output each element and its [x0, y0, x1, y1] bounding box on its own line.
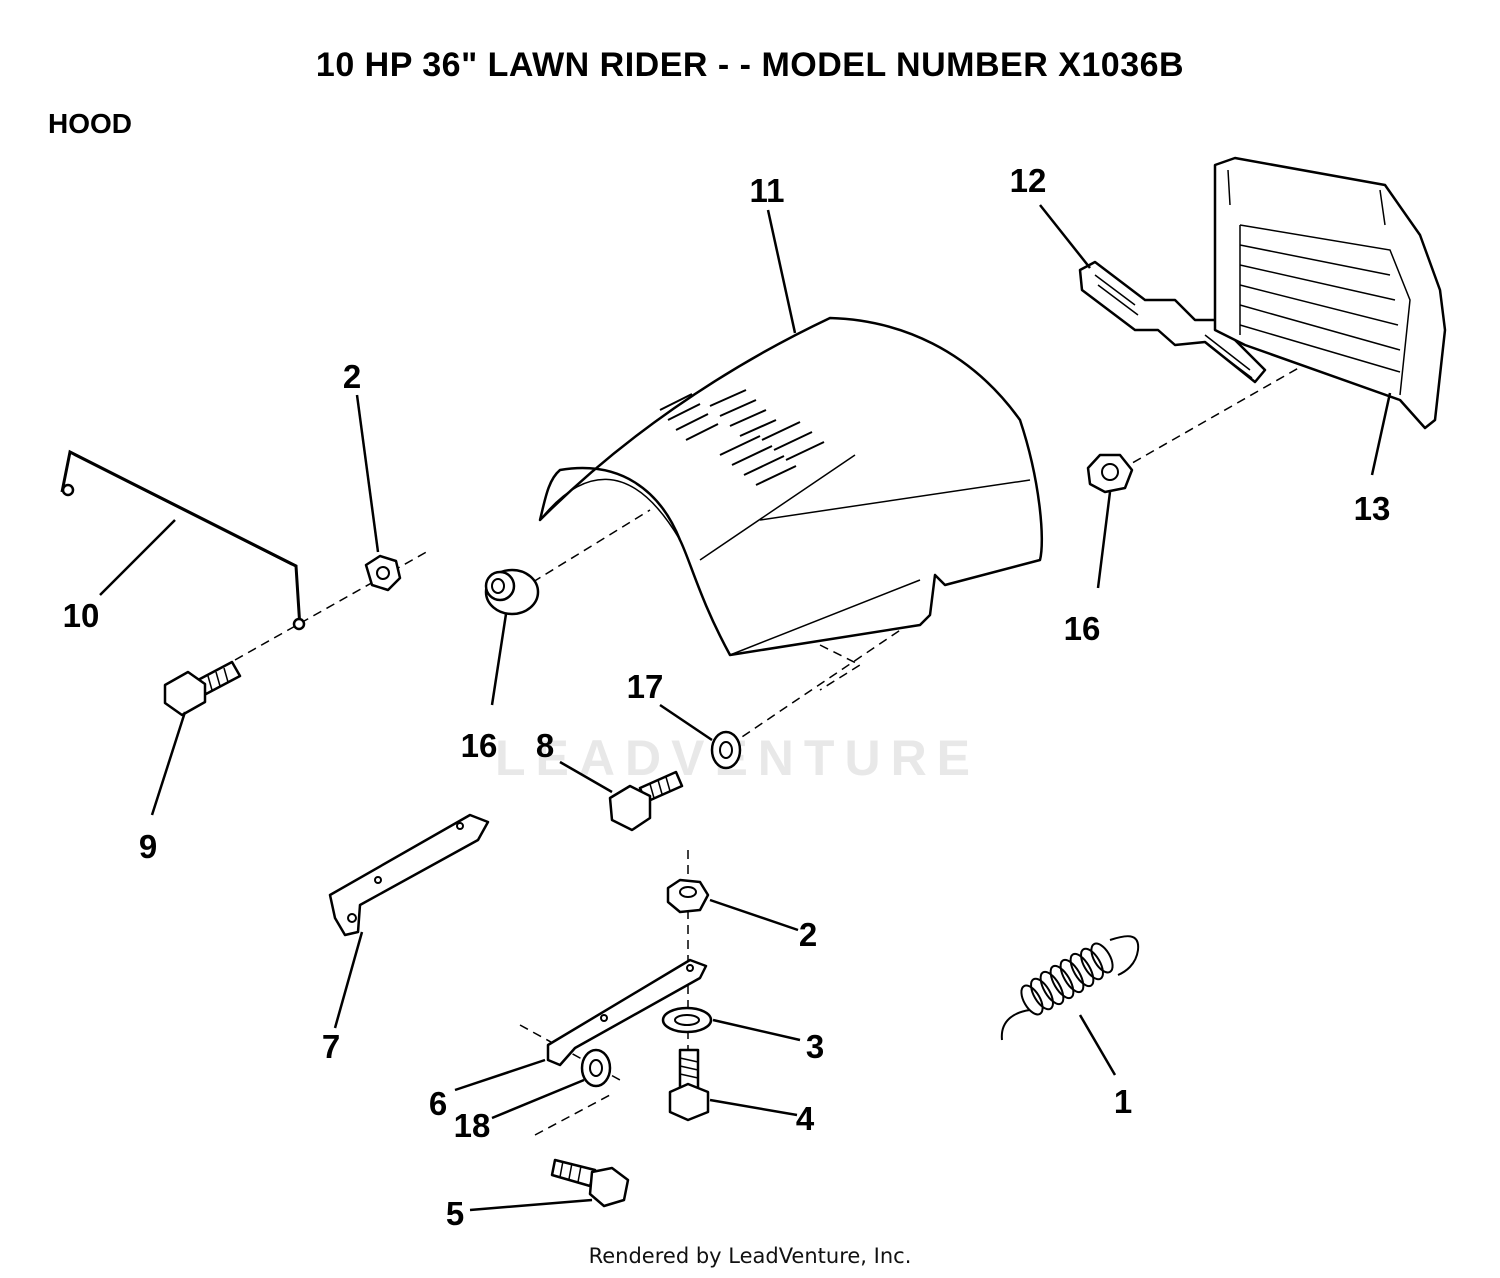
callout-17: 17: [627, 668, 664, 705]
callout-5: 5: [446, 1195, 464, 1232]
callout-2-upper: 2: [343, 358, 361, 395]
callout-13: 13: [1354, 490, 1391, 527]
callout-4: 4: [796, 1100, 815, 1137]
callout-10: 10: [63, 597, 100, 634]
spring-1-part: [1000, 935, 1140, 1041]
washer-18-part: [580, 1048, 612, 1088]
bolt-5-part: [550, 1158, 630, 1208]
grommet-16-left-part: [484, 568, 540, 616]
callout-8: 8: [536, 727, 554, 764]
callout-16-right: 16: [1064, 610, 1101, 647]
nut-2-upper-part: [364, 554, 402, 592]
bolt-4-part: [668, 1048, 710, 1122]
callout-6: 6: [429, 1085, 447, 1122]
callout-labels: 11 12 13 16 2 10 9 16 17 8 7 2 3 4 1 6 1…: [63, 162, 1391, 1232]
bracket-12-part: [1078, 260, 1267, 384]
callout-1: 1: [1114, 1083, 1132, 1120]
footer-credit: Rendered by LeadVenture, Inc.: [588, 1244, 912, 1268]
nut-2-lower-part: [666, 878, 710, 914]
callout-3: 3: [806, 1028, 824, 1065]
washer-3-part: [661, 1006, 713, 1034]
nut-16-right-part: [1086, 453, 1134, 494]
grille-13-part: [1213, 156, 1447, 430]
leader-lines: [99, 204, 1392, 1212]
callout-11: 11: [750, 172, 785, 209]
page-title: 10 HP 36" LAWN RIDER - - MODEL NUMBER X1…: [315, 46, 1185, 84]
washer-17-part: [710, 730, 742, 770]
callout-2-lower: 2: [799, 916, 817, 953]
bolt-9-part: [163, 660, 242, 717]
callout-16-left: 16: [461, 727, 498, 764]
callout-9: 9: [139, 828, 157, 865]
section-title: HOOD: [48, 108, 132, 139]
callout-12: 12: [1010, 162, 1047, 199]
callout-7: 7: [322, 1028, 340, 1065]
hood-part: [538, 316, 1044, 657]
strap-7-part: [328, 813, 490, 937]
bolt-8-part: [608, 770, 684, 832]
callout-18: 18: [454, 1107, 491, 1144]
strap-6-part: [546, 958, 708, 1067]
hood-rod-part: [60, 449, 306, 631]
